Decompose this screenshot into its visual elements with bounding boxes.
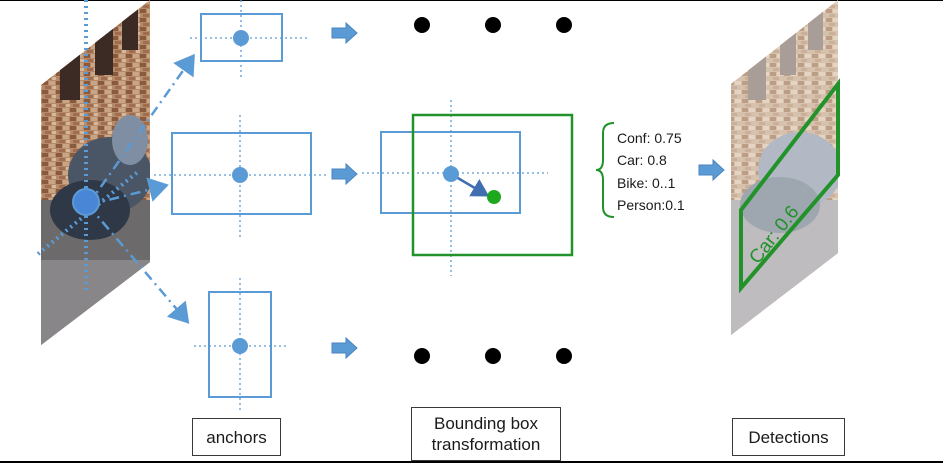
caption-anchors: anchors bbox=[192, 418, 281, 456]
anchor-wide-small bbox=[190, 0, 308, 80]
anchor-tall bbox=[194, 278, 287, 412]
anchor-center-mid bbox=[443, 166, 459, 182]
block-arrow-top bbox=[331, 21, 358, 45]
anchor-wide-large bbox=[154, 115, 327, 238]
top-border bbox=[0, 0, 943, 1]
score-conf: Conf: 0.75 bbox=[617, 130, 682, 146]
score-car: Car: 0.8 bbox=[617, 152, 667, 168]
caption-bbox-transformation: Bounding box transformation bbox=[411, 407, 561, 461]
predicted-center bbox=[487, 190, 501, 204]
block-arrow-detections bbox=[698, 158, 725, 182]
empty-outputs-bottom bbox=[414, 348, 572, 364]
block-arrows bbox=[331, 21, 725, 360]
bottom-border bbox=[0, 461, 943, 463]
output-image bbox=[731, 0, 838, 335]
scores-list: Conf: 0.75 Car: 0.8 Bike: 0..1 Person:0.… bbox=[617, 130, 685, 213]
block-arrow-middle bbox=[331, 162, 358, 186]
detection-box bbox=[739, 78, 840, 294]
scores-brace bbox=[595, 122, 615, 218]
anchor-center-point bbox=[72, 188, 100, 216]
block-arrow-bottom bbox=[331, 336, 358, 360]
score-bike: Bike: 0..1 bbox=[617, 175, 676, 191]
input-image bbox=[41, 0, 150, 345]
empty-outputs-top bbox=[414, 17, 572, 33]
predicted-box bbox=[411, 113, 574, 257]
score-person: Person:0.1 bbox=[617, 197, 685, 213]
bbox-transformation bbox=[362, 100, 574, 276]
caption-detections: Detections bbox=[732, 418, 845, 456]
